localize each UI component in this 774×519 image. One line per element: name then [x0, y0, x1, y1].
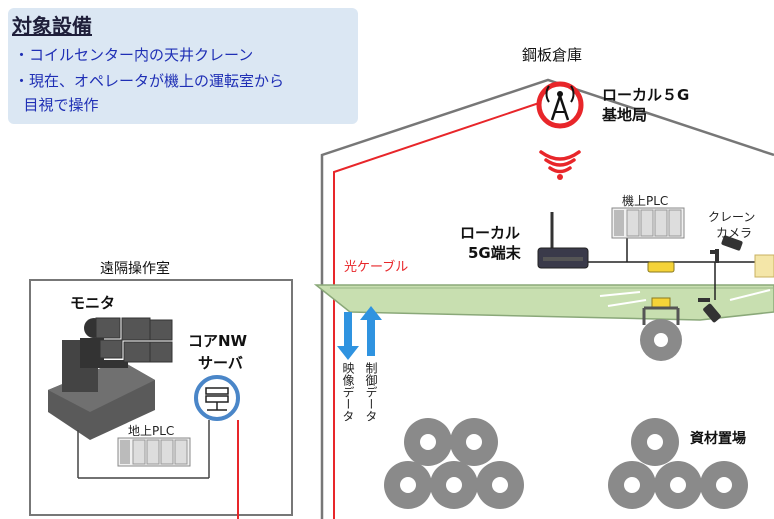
- local5g-terminal-icon: [537, 212, 589, 269]
- warehouse-label: 鋼板倉庫: [522, 46, 583, 64]
- crane-hook: [642, 297, 680, 325]
- base-station-label-2: 基地局: [602, 106, 648, 124]
- ground-plc-icon: [117, 437, 191, 467]
- onboard-plc-label: 機上PLC: [622, 194, 669, 208]
- target-equipment-title: 対象設備: [12, 14, 92, 38]
- monitor-array: [95, 317, 173, 363]
- crane-camera-icon: [710, 235, 743, 263]
- material-yard-label: 資材置場: [690, 431, 746, 447]
- onboard-plc-icon: [611, 207, 685, 239]
- core-nw-label-1: コアNW: [188, 332, 248, 350]
- remote-room-label: 遠隔操作室: [100, 261, 170, 277]
- fiber-cable-label: 光ケーブル: [344, 260, 409, 275]
- crane-camera-label-2: カメラ: [716, 226, 753, 240]
- video-data-arrow: [337, 312, 359, 360]
- target-equipment-box: [8, 8, 358, 124]
- coil-stack-right: [608, 418, 748, 509]
- core-nw-server-icon: [194, 375, 240, 421]
- ground-plc-label: 地上PLC: [128, 424, 175, 438]
- core-nw-label-2: サーバ: [198, 354, 243, 372]
- base-station-label-1: ローカル５G: [602, 86, 690, 104]
- coil-stack-left: [384, 418, 524, 509]
- control-data-label: 制御データ: [364, 362, 378, 422]
- terminal-label-2: 5G端末: [468, 244, 521, 262]
- fiber-cable-line: [333, 99, 549, 519]
- target-bullet-2: ・現在、オペレータが機上の運転室から: [14, 72, 285, 90]
- base-station-icon: [536, 81, 584, 129]
- wireless-signal-icon: [539, 150, 581, 180]
- target-bullet-3: 目視で操作: [14, 96, 99, 114]
- video-data-label: 映像データ: [341, 362, 355, 422]
- crane-girder: [313, 284, 774, 321]
- target-bullet-1: ・コイルセンター内の天井クレーン: [14, 46, 254, 64]
- crane-camera-label-1: クレーン: [708, 210, 756, 224]
- remote-room-box: [29, 279, 293, 516]
- monitor-label: モニタ: [70, 294, 116, 312]
- terminal-label-1: ローカル: [460, 224, 521, 242]
- crane-camera-lower-icon: [698, 298, 721, 323]
- crane-trolley: [647, 261, 675, 273]
- lifted-coil: [640, 319, 682, 361]
- warehouse-outline: [320, 78, 774, 519]
- control-data-arrow: [360, 306, 382, 356]
